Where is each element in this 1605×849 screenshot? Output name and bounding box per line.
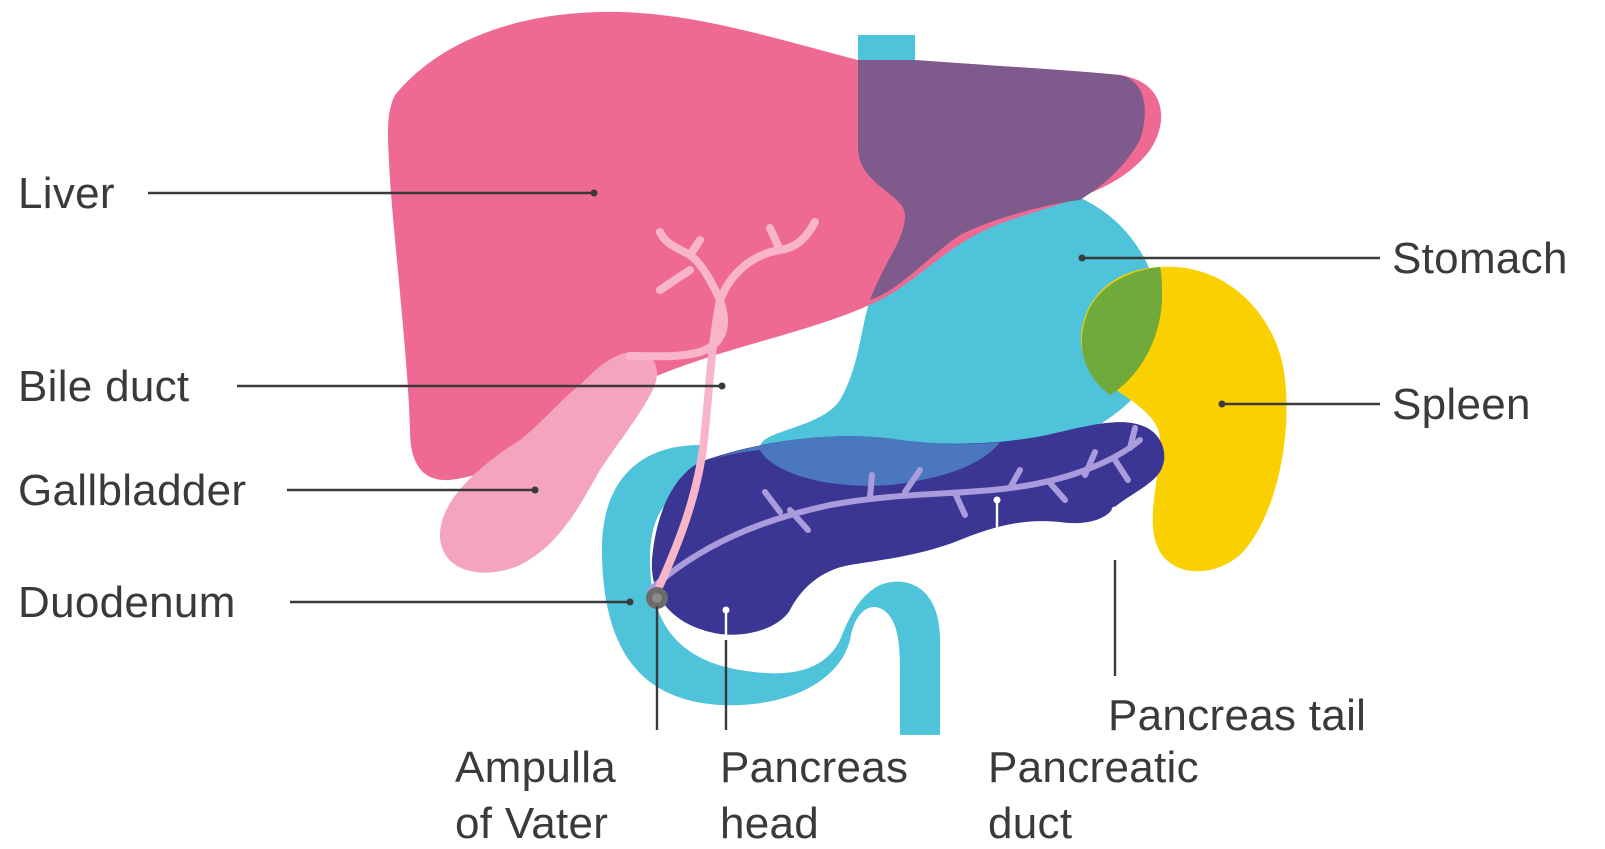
label-stomach: Stomach — [1392, 234, 1568, 283]
label-pancreatic-duct-line1: Pancreatic — [988, 743, 1199, 792]
label-ampulla-line2: of Vater — [455, 799, 608, 848]
label-pancreas-head-line1: Pancreas — [720, 743, 908, 792]
label-spleen: Spleen — [1392, 380, 1531, 429]
label-duodenum: Duodenum — [18, 578, 236, 627]
label-ampulla-line1: Ampulla — [455, 743, 616, 792]
pancreatic-duct-leader — [994, 497, 1001, 731]
label-pancreas-tail: Pancreas tail — [1108, 691, 1366, 740]
label-pancreas-head-line2: head — [720, 799, 819, 848]
ampulla-inner — [652, 593, 662, 603]
duodenum-leader — [290, 599, 634, 606]
label-gallbladder: Gallbladder — [18, 466, 246, 515]
label-pancreatic-duct-line2: duct — [988, 799, 1072, 848]
label-bile-duct: Bile duct — [18, 362, 189, 411]
label-liver: Liver — [18, 169, 115, 218]
pancreas-tail-leader — [1112, 507, 1119, 677]
